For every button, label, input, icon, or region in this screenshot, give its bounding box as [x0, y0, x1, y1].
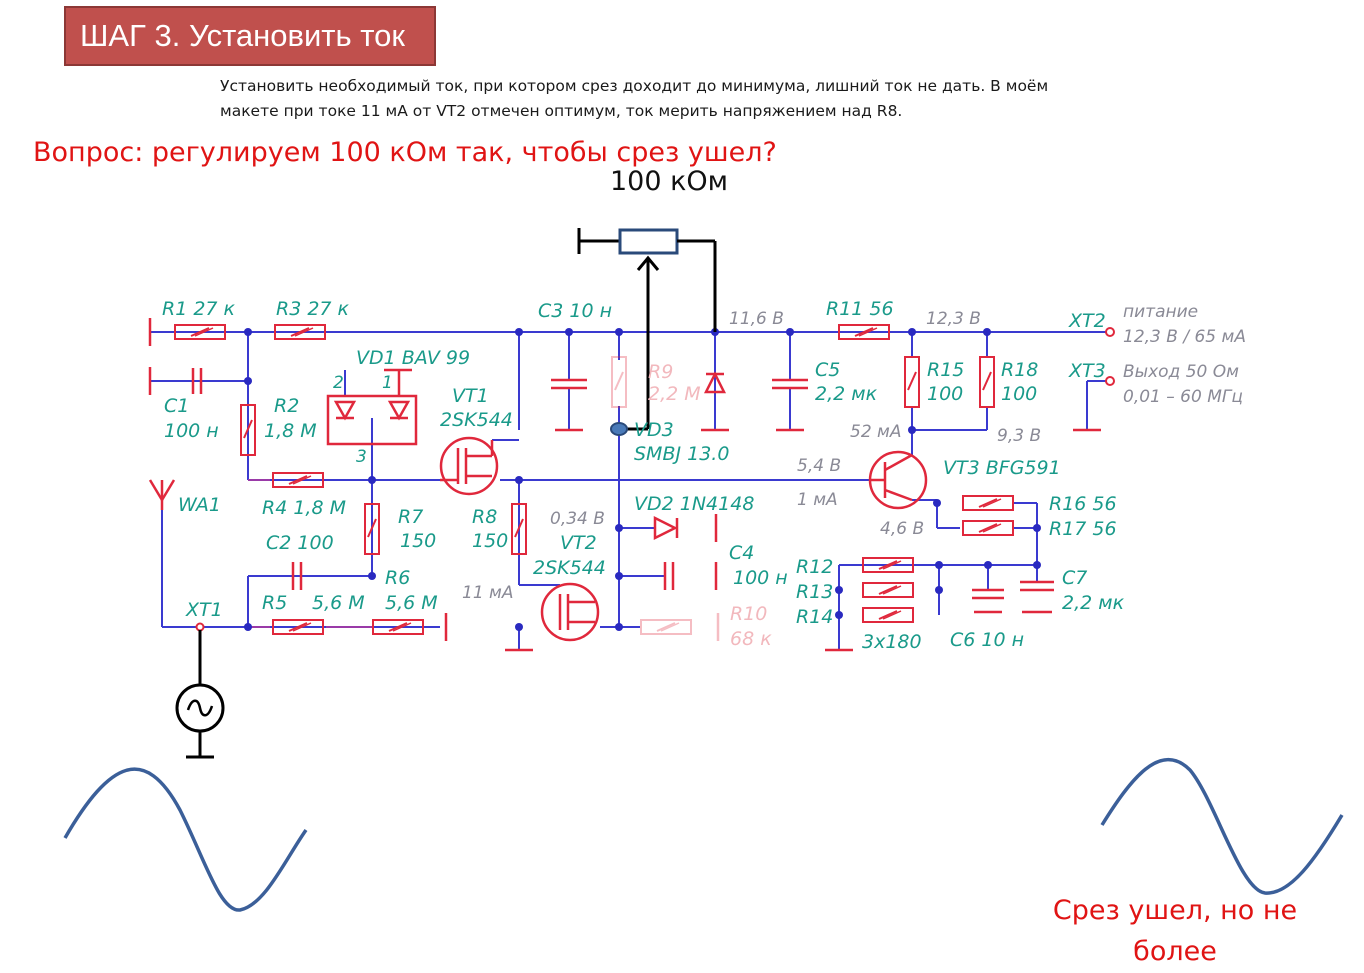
- label-r8-value: 150: [472, 530, 508, 552]
- resistor-r17: [962, 520, 1014, 536]
- label-c2: C2 100: [266, 532, 334, 554]
- label-vd2: VD2 1N4148: [634, 493, 754, 515]
- label-vd3: VD3: [634, 419, 674, 441]
- label-r15-value: 100: [927, 383, 963, 405]
- resistor-r9: [611, 356, 627, 408]
- label-c5: C5: [815, 359, 840, 381]
- label-r3: R3 27 к: [276, 298, 350, 320]
- potentiometer-wiper-dot: [610, 422, 628, 436]
- label-power1: питание: [1123, 302, 1198, 322]
- resistor-r10: [640, 619, 692, 635]
- label-r5: R5: [262, 592, 287, 614]
- label-r11: R11 56: [826, 298, 894, 320]
- label-r10-value: 68 к: [730, 628, 772, 650]
- terminal-xt1: [195, 622, 205, 632]
- potentiometer-label: 100 кОм: [610, 166, 729, 197]
- label-output2: 0,01 – 60 МГц: [1123, 387, 1243, 407]
- label-r2-value: 1,8 М: [264, 420, 317, 442]
- label-c1: C1: [164, 395, 189, 417]
- wires: [150, 331, 1110, 650]
- resistor-r16: [962, 495, 1014, 511]
- label-r4: R4 1,8 М: [262, 497, 346, 519]
- label-r10: R10: [730, 603, 767, 625]
- signal-generator-icon: [175, 630, 225, 759]
- label-r3x180: 3x180: [862, 631, 922, 653]
- label-i1: 1 мА: [797, 490, 838, 510]
- label-output1: Выход 50 Ом: [1123, 362, 1239, 382]
- label-vt1-type: 2SK544: [440, 409, 513, 431]
- label-r1: R1 27 к: [162, 298, 236, 320]
- label-v54: 5,4 В: [797, 456, 841, 476]
- label-r7: R7: [398, 506, 423, 528]
- label-r7-value: 150: [400, 530, 436, 552]
- label-c1-value: 100 н: [164, 420, 219, 442]
- label-vt3: VT3 BFG591: [943, 457, 1061, 479]
- terminal-xt3: [1105, 376, 1115, 386]
- resistor-r14: [862, 607, 914, 623]
- label-v034: 0,34 В: [550, 509, 605, 529]
- label-vt1: VT1: [452, 385, 489, 407]
- input-sine-wave: [63, 767, 308, 912]
- label-vd1: VD1 BAV 99: [356, 347, 470, 369]
- label-v116: 11,6 В: [729, 309, 784, 329]
- label-c7-value: 2,2 мк: [1062, 592, 1125, 614]
- label-r5-value: 5,6 М: [312, 592, 365, 614]
- label-c7: C7: [1062, 567, 1087, 589]
- label-c6: C6 10 н: [950, 629, 1024, 651]
- label-r14: R14: [796, 606, 833, 628]
- label-r18: R18: [1001, 359, 1038, 381]
- label-c5-value: 2,2 мк: [815, 383, 878, 405]
- label-c4: C4: [729, 542, 754, 564]
- schematic-labels: R1 27 к R3 27 к C3 10 н 11,6 В R11 56 12…: [162, 298, 1246, 653]
- label-xt1: XT1: [185, 599, 223, 621]
- resistor-r13: [862, 582, 914, 598]
- label-v123: 12,3 В: [926, 309, 981, 329]
- label-r16: R16 56: [1049, 493, 1117, 515]
- label-r18-value: 100: [1001, 383, 1037, 405]
- label-c4-value: 100 н: [733, 567, 788, 589]
- label-power2: 12,3 В / 65 мА: [1123, 327, 1246, 347]
- label-pin2: 2: [333, 373, 344, 393]
- label-r9-value: 2,2 М: [648, 383, 701, 405]
- terminal-xt2: [1105, 327, 1115, 337]
- label-i52: 52 мА: [850, 422, 902, 442]
- label-pin1: 1: [382, 373, 393, 393]
- result-text: Срез ушел, но не более: [1052, 895, 1298, 967]
- label-r13: R13: [796, 581, 833, 603]
- components: [148, 318, 1101, 652]
- label-r9: R9: [648, 361, 673, 383]
- slide-title: ШАГ 3. Установить ток: [64, 6, 436, 66]
- label-r8: R8: [472, 506, 497, 528]
- output-sine-wave: [1100, 757, 1344, 895]
- label-c3: C3 10 н: [538, 300, 612, 322]
- label-vt2: VT2: [560, 532, 597, 554]
- question-text: Вопрос: регулируем 100 кОм так, чтобы ср…: [33, 137, 777, 168]
- label-v93: 9,3 В: [997, 426, 1041, 446]
- label-r6: R6: [385, 567, 410, 589]
- label-wa1: WA1: [178, 494, 221, 516]
- label-r15: R15: [927, 359, 964, 381]
- instruction-text: Установить необходимый ток, при котором …: [220, 77, 1049, 120]
- label-r12: R12: [796, 556, 833, 578]
- label-xt2: XT2: [1068, 310, 1106, 332]
- label-r17: R17 56: [1049, 518, 1117, 540]
- resistor-r18: [979, 356, 995, 408]
- potentiometer-overlay: [577, 228, 717, 431]
- label-pin3: 3: [356, 447, 367, 467]
- label-r2: R2: [274, 395, 299, 417]
- label-r6-value: 5,6 М: [385, 592, 438, 614]
- label-vd3-type: SMBJ 13.0: [634, 443, 729, 465]
- resistor-r15: [904, 356, 920, 408]
- label-vt2-type: 2SK544: [533, 557, 606, 579]
- label-xt3: XT3: [1068, 360, 1106, 382]
- label-i11: 11 мА: [462, 583, 514, 603]
- label-v46: 4,6 В: [880, 519, 924, 539]
